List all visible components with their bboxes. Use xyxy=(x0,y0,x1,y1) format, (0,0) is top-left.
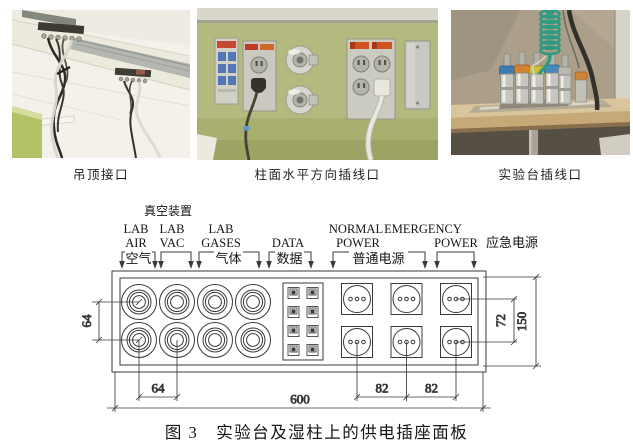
green-coil-hose xyxy=(537,10,561,76)
socket-plate-with-plug xyxy=(242,40,277,160)
data-jack-block xyxy=(282,282,324,361)
svg-text:82: 82 xyxy=(425,381,438,396)
white-plug xyxy=(373,78,391,97)
svg-text:82: 82 xyxy=(376,381,389,396)
dim-outlet-spacing: 82 82 xyxy=(353,342,460,401)
bracket-chinese-labels: 空气 气体 数据 普通电源 xyxy=(125,251,408,266)
vacuum-device-label: 真空装置 xyxy=(144,204,192,218)
svg-text:AIR: AIR xyxy=(125,236,147,250)
data-cn-label: 数据 xyxy=(276,251,302,266)
panel-outline xyxy=(111,270,487,373)
dim-panel-width: 600 xyxy=(107,372,491,412)
blue-tie xyxy=(243,126,250,131)
svg-text:GASES: GASES xyxy=(201,236,241,250)
svg-text:600: 600 xyxy=(290,392,310,407)
svg-text:NORMAL: NORMAL xyxy=(329,222,383,236)
label-emergency-power: EMERGENCY POWER 应急电源 xyxy=(384,222,538,250)
drop-connector-2 xyxy=(114,67,162,158)
gas-connector-ports xyxy=(121,284,271,358)
svg-text:64: 64 xyxy=(79,314,94,328)
figure-caption: 图 3 实验台及湿柱上的供电插座面板 xyxy=(0,419,633,443)
photo-bench-sockets-art xyxy=(451,10,630,155)
svg-text:EMERGENCY: EMERGENCY xyxy=(384,222,462,236)
drop-connector-1 xyxy=(37,22,85,158)
label-lab-gases: LAB GASES xyxy=(201,222,241,250)
down-arrow-icon xyxy=(119,261,477,269)
breaker-plate xyxy=(214,37,239,105)
gas-cn-label: 气体 xyxy=(215,251,241,266)
photo-caption-ceiling: 吊顶接口 xyxy=(72,168,129,182)
label-data: DATA xyxy=(272,236,304,250)
label-lab-air: LAB AIR xyxy=(124,222,149,250)
photo-ceiling-connectors-art xyxy=(12,10,190,158)
svg-text:POWER: POWER xyxy=(336,236,380,250)
dim-circle-col-spacing: 64 xyxy=(135,340,181,401)
gas-fittings xyxy=(285,45,319,115)
svg-text:应急电源: 应急电源 xyxy=(486,235,538,250)
label-lab-vac: LAB VAC xyxy=(160,222,185,250)
svg-text:64: 64 xyxy=(152,381,166,396)
photo-bench-sockets xyxy=(451,10,630,155)
ceiling-grille xyxy=(70,37,190,78)
blank-plate xyxy=(404,40,431,110)
white-cord xyxy=(366,95,384,160)
label-normal-power: NORMAL POWER xyxy=(329,222,383,250)
orange-cap-connector xyxy=(574,71,588,81)
svg-text:72: 72 xyxy=(493,314,508,327)
white-object xyxy=(197,134,217,160)
clear-tube xyxy=(531,55,547,77)
dim-outlet-row-spacing: 72 xyxy=(456,295,518,346)
black-cable xyxy=(566,10,600,111)
svg-text:LAB: LAB xyxy=(160,222,185,236)
socket-plate-with-white-cable xyxy=(346,38,396,160)
svg-text:150: 150 xyxy=(514,312,529,332)
air-cn-label: 空气 xyxy=(125,251,151,266)
figure-caption-text: 图 3 实验台及湿柱上的供电插座面板 xyxy=(164,423,469,442)
svg-text:LAB: LAB xyxy=(124,222,149,236)
green-wall-corner xyxy=(12,112,42,158)
photo-column-sockets xyxy=(197,8,438,160)
dim-circle-row-spacing: 64 xyxy=(79,298,143,344)
svg-text:DATA: DATA xyxy=(272,236,304,250)
svg-text:LAB: LAB xyxy=(209,222,234,236)
svg-text:POWER: POWER xyxy=(434,236,478,250)
quick-connector-cluster xyxy=(499,51,588,109)
normal-power-cn-label: 普通电源 xyxy=(352,251,404,266)
photo-ceiling-connectors xyxy=(12,10,190,158)
photo-column-sockets-art xyxy=(197,8,438,160)
dim-panel-height: 150 xyxy=(483,273,541,370)
ceiling-grille xyxy=(22,10,76,27)
svg-text:VAC: VAC xyxy=(160,236,185,250)
photo-caption-column: 柱面水平方向插线口 xyxy=(254,168,381,182)
panel-dimension-diagram: 真空装置 LAB AIR LAB VAC LAB GASES DATA NORM… xyxy=(79,204,541,412)
photo-caption-bench: 实验台插线口 xyxy=(498,168,583,182)
